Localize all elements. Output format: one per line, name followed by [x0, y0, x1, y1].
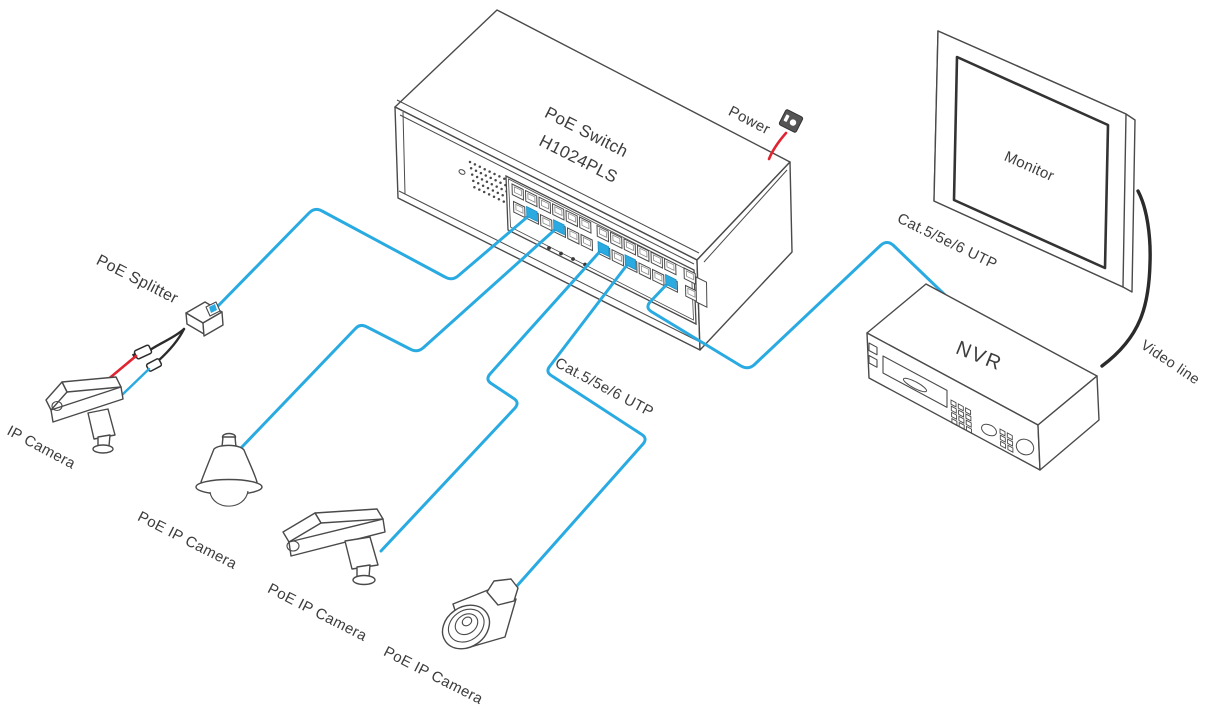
dome-glass [209, 490, 249, 507]
blank-plate [695, 276, 708, 309]
camera-bracket [87, 408, 116, 440]
splitter-wire-data [156, 327, 186, 363]
bullet-lens-icon [441, 604, 491, 650]
utp-cable-to-dome-camera [238, 224, 561, 451]
dome-bell [200, 444, 258, 491]
poe-splitter [104, 301, 224, 397]
utp-cable-to-bullet-camera [514, 259, 647, 589]
led-icon [458, 169, 466, 175]
utp-cable-to-splitter [216, 207, 534, 308]
nvr-oval-button [981, 423, 997, 437]
video-line-cable [1100, 189, 1152, 368]
utp-cable-to-nvr [646, 241, 947, 370]
nvr-front-controls [868, 342, 1035, 456]
splitter-wire-power [148, 327, 186, 352]
monitor [933, 30, 1136, 293]
bullet-back-cap [486, 578, 519, 606]
utp-cables [216, 206, 947, 589]
dvd-slot-icon [902, 377, 928, 393]
nvr-jog-dial [1015, 438, 1035, 456]
ip-camera [45, 376, 124, 454]
box-poe-ip-camera [282, 508, 386, 586]
splitter-data-lead [120, 367, 151, 397]
monitor-screen [952, 55, 1110, 270]
camera-lens-icon [286, 540, 300, 552]
dome-poe-ip-camera [195, 432, 263, 507]
nvr [866, 283, 1100, 471]
power-cable [767, 131, 788, 161]
bullet-poe-ip-camera [441, 578, 519, 650]
rj45-connector-icon [145, 358, 163, 372]
power-plug-icon [778, 109, 804, 133]
ports-ellipsis-icon [547, 246, 587, 267]
switch-right-face [696, 161, 793, 351]
camera-lens-icon [51, 400, 63, 412]
nvr-right-face [1037, 375, 1100, 471]
utp-cable-to-box-camera [379, 246, 605, 553]
power-connection [767, 109, 804, 161]
camera-bracket [344, 536, 379, 570]
